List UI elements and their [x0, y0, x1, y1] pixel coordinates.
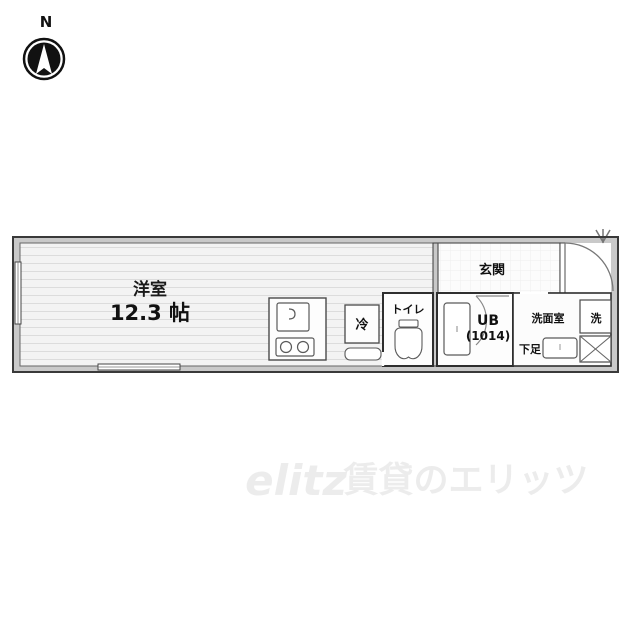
- window-bottom-wall: [97, 363, 181, 371]
- stove-burner-left-icon: [279, 340, 293, 354]
- watermark-text: 賃貸のエリッツ: [342, 461, 588, 501]
- shoe-box-label: 下足: [519, 343, 542, 356]
- washing-machine-bay: [579, 299, 612, 334]
- kitchen-sink: [276, 302, 310, 332]
- unit-bath-size-label: (1014): [466, 329, 510, 343]
- wall-trim-lines: [12, 236, 619, 373]
- main-room-name: 洋室: [133, 279, 167, 300]
- toilet-bowl-icon: [394, 319, 423, 360]
- refrigerator-outline: [344, 304, 380, 344]
- unit-bath-door-arc: [475, 295, 488, 346]
- washing-machine-slot-icon: [579, 335, 612, 363]
- room-main: 洋室 12.3 帖: [14, 242, 438, 371]
- compass-north-arrow-icon: [22, 37, 66, 81]
- compass-group: N: [22, 13, 66, 81]
- main-room-size: 12.3 帖: [110, 301, 190, 325]
- refrigerator-label: 冷: [355, 317, 368, 333]
- kitchen-side-counter: [344, 347, 382, 361]
- entrance-door-jamb: [559, 242, 566, 294]
- watermark-group: elitz 賃貸のエリッツ: [245, 456, 588, 505]
- room-unit-bath: UB (1014): [436, 292, 514, 367]
- unit-bath-label: UB: [477, 313, 499, 329]
- entrance-floor: [437, 242, 561, 294]
- refrigerator-space: 冷: [344, 304, 382, 361]
- room-toilet: トイレ: [381, 292, 434, 367]
- kitchen-unit: [268, 297, 327, 361]
- washing-machine-label: 洗: [591, 311, 602, 325]
- kitchen-stove: [275, 337, 315, 357]
- compass-north-label: N: [40, 13, 53, 31]
- washroom-label: 洗面室: [532, 311, 565, 325]
- entrance-door-swing-arc: [564, 242, 614, 292]
- stove-burner-right-icon: [296, 340, 310, 354]
- room-washroom: 洗面室 洗 下足: [512, 291, 612, 367]
- room-entrance: 玄関: [437, 229, 614, 294]
- watermark-brand: elitz: [245, 456, 347, 505]
- entrance-label: 玄関: [479, 262, 505, 278]
- toilet-label: トイレ: [392, 303, 425, 316]
- window-left-wall: [14, 261, 22, 325]
- kitchen-faucet-icon: [288, 308, 296, 320]
